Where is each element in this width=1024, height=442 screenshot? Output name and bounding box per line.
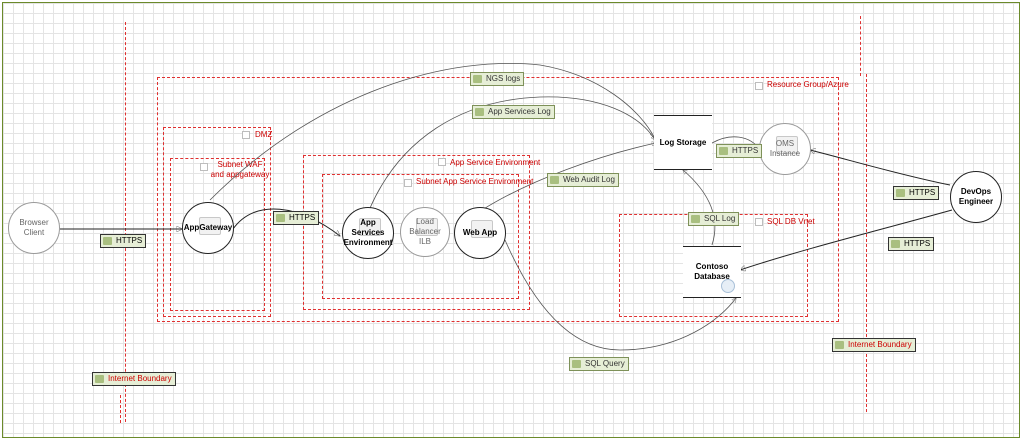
app-gateway-node[interactable]: AppGateway xyxy=(182,202,234,254)
flow-line-gateway-to-ase[interactable] xyxy=(232,208,340,236)
oms-instance-node[interactable]: OMS Instance xyxy=(759,123,811,175)
flow-line-web-audit-log[interactable] xyxy=(481,143,656,211)
subnet-app-service-boundary[interactable] xyxy=(322,174,519,299)
dataflow-icon xyxy=(550,176,559,184)
internet-boundary-line-left xyxy=(125,22,126,422)
flow-line-ngs-logs[interactable] xyxy=(209,62,654,201)
internet-boundary-line-left-2 xyxy=(120,395,121,423)
app-service-environment-boundary[interactable] xyxy=(303,155,530,310)
resource-group-checkbox[interactable] xyxy=(755,82,763,90)
subnet-waf-label: Subnet WAF and appgateway xyxy=(210,160,270,179)
browser-client-label: Browser Client xyxy=(19,218,49,237)
dataflow-icon xyxy=(473,75,482,83)
flow-label-https-devops-db[interactable]: HTTPS xyxy=(888,237,935,251)
app-services-environment-node[interactable]: App Services Environment xyxy=(342,207,394,259)
devops-engineer-node[interactable]: DevOps Engineer xyxy=(950,171,1002,223)
load-balancer-node[interactable]: Load Balancer ILB xyxy=(400,207,450,257)
flow-label-https-oms[interactable]: HTTPS xyxy=(716,144,763,158)
log-storage-store[interactable]: Log Storage xyxy=(654,115,712,170)
dataflow-icon xyxy=(572,360,581,368)
load-balancer-label: Load Balancer ILB xyxy=(409,217,441,246)
flow-label-ngs-logs[interactable]: NGS logs xyxy=(470,72,525,86)
web-app-node[interactable]: Web App xyxy=(454,207,506,259)
sql-db-vnet-checkbox[interactable] xyxy=(755,218,763,226)
app-gateway-icon xyxy=(199,217,221,235)
contoso-database-store[interactable]: Contoso Database xyxy=(683,246,741,298)
internet-boundary-label-right[interactable]: Internet Boundary xyxy=(832,338,916,352)
internet-boundary-line-right-2 xyxy=(866,74,867,412)
flow-label-web-audit-log[interactable]: Web Audit Log xyxy=(547,173,619,187)
dataflow-icon xyxy=(719,147,728,155)
dataflow-icon xyxy=(891,240,900,248)
browser-client-node[interactable]: Browser Client xyxy=(8,202,60,254)
subnet-waf-checkbox[interactable] xyxy=(200,163,208,171)
dataflow-icon xyxy=(276,214,285,222)
dataflow-icon xyxy=(475,108,484,116)
boundary-icon xyxy=(95,375,104,383)
flow-label-sql-query[interactable]: SQL Query xyxy=(569,357,629,371)
app-gateway-label: AppGateway xyxy=(183,223,233,232)
internet-boundary-label-left[interactable]: Internet Boundary xyxy=(92,372,176,386)
flow-line-app-services-log[interactable] xyxy=(369,96,655,209)
flow-line-devops-to-oms[interactable] xyxy=(810,150,951,186)
dataflow-icon xyxy=(103,237,112,245)
web-app-label: Web App xyxy=(462,228,498,237)
load-balancer-icon xyxy=(416,218,438,236)
log-storage-label: Log Storage xyxy=(659,137,707,147)
subnet-app-service-checkbox[interactable] xyxy=(404,179,412,187)
subnet-waf-boundary[interactable] xyxy=(170,158,265,311)
dmz-checkbox[interactable] xyxy=(242,131,250,139)
flow-line-sql-log[interactable] xyxy=(683,170,716,246)
internet-boundary-line-right xyxy=(860,16,861,76)
app-services-environment-icon xyxy=(359,218,381,236)
oms-instance-label: OMS Instance xyxy=(769,139,801,158)
subnet-app-service-label: Subnet App Service Environment xyxy=(416,177,534,186)
contoso-database-label: Contoso Database xyxy=(694,262,730,281)
app-service-environment-label: App Service Environment xyxy=(450,158,541,167)
dataflow-icon xyxy=(896,189,905,197)
dmz-boundary[interactable] xyxy=(163,127,271,317)
flow-label-sql-log[interactable]: SQL Log xyxy=(688,212,740,226)
app-service-environment-checkbox[interactable] xyxy=(438,158,446,166)
resource-group-label: Resource Group/Azure xyxy=(767,80,849,89)
oms-instance-icon xyxy=(776,136,798,154)
flow-label-app-services-log[interactable]: App Services Log xyxy=(472,105,555,119)
flow-line-devops-to-db[interactable] xyxy=(740,209,953,270)
boundary-icon xyxy=(835,341,844,349)
flow-line-sql-query[interactable] xyxy=(504,239,736,351)
web-app-icon xyxy=(471,220,493,238)
dataflow-icon xyxy=(691,215,700,223)
database-check-icon xyxy=(721,279,735,293)
devops-engineer-label: DevOps Engineer xyxy=(958,187,994,206)
flow-label-https-gateway[interactable]: HTTPS xyxy=(273,211,320,225)
dmz-label: DMZ xyxy=(255,130,273,139)
app-services-environment-label: App Services Environment xyxy=(343,218,393,247)
flow-label-https-devops-oms[interactable]: HTTPS xyxy=(893,186,940,200)
sql-db-vnet-label: SQL DB Vnet xyxy=(767,217,815,226)
flow-label-https-browser[interactable]: HTTPS xyxy=(100,234,147,248)
